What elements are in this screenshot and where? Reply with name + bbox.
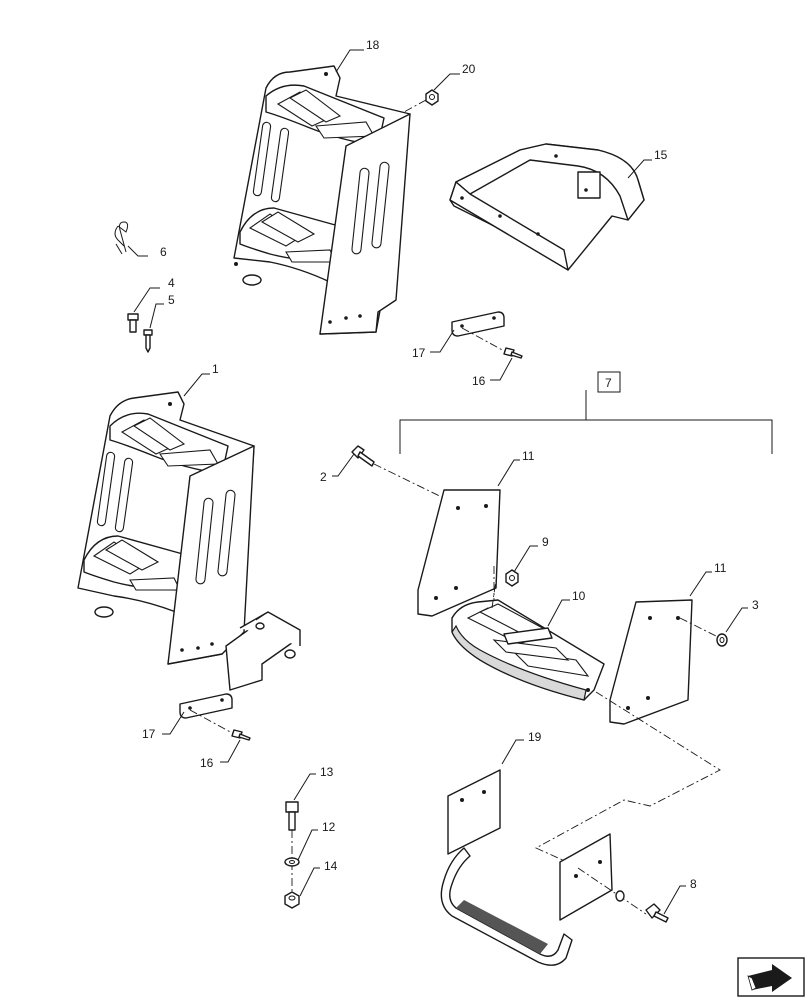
clip-6 <box>114 221 129 255</box>
side-plate-11-left <box>417 489 501 617</box>
washer-3 <box>716 633 728 647</box>
step-assembly-upper <box>233 65 411 335</box>
callout-6: 6 <box>160 245 167 259</box>
callout-14: 14 <box>324 859 338 873</box>
callout-box-7 <box>597 371 621 393</box>
plate-17-upper <box>451 311 505 337</box>
callout-3: 3 <box>752 598 759 612</box>
nut-9 <box>505 569 519 587</box>
callout-13: 13 <box>320 765 334 779</box>
callout-1: 1 <box>212 362 219 376</box>
callout-8: 8 <box>690 877 697 891</box>
callout-9: 9 <box>542 535 549 549</box>
nut-14 <box>284 891 300 909</box>
callout-11-left: 11 <box>522 449 535 463</box>
kit-bracket-7 <box>399 390 773 454</box>
callout-20: 20 <box>462 62 476 76</box>
plate-17-lower <box>179 693 233 719</box>
callout-19: 19 <box>528 730 542 744</box>
callout-7: 7 <box>605 376 612 390</box>
callout-12: 12 <box>322 820 336 834</box>
bolt-13 <box>285 801 299 831</box>
callout-10: 10 <box>572 589 586 603</box>
side-plate-11-right <box>609 599 693 725</box>
callout-17-lower: 17 <box>142 727 156 741</box>
callout-16-upper: 16 <box>472 374 486 388</box>
screw-16-upper <box>503 347 523 359</box>
callout-15: 15 <box>654 148 668 162</box>
nut-20 <box>425 89 439 106</box>
callout-4: 4 <box>168 276 175 290</box>
screw-16-lower <box>231 729 251 741</box>
callout-18: 18 <box>366 38 380 52</box>
callout-16-lower: 16 <box>200 756 214 770</box>
washer-12 <box>284 857 300 867</box>
screw-5 <box>143 329 153 353</box>
callout-2: 2 <box>320 470 327 484</box>
callout-5: 5 <box>168 293 175 307</box>
tray-bracket <box>449 143 645 271</box>
next-page-arrow-icon[interactable] <box>737 957 805 997</box>
step-tread-10 <box>451 599 605 701</box>
callout-11-right: 11 <box>714 561 727 575</box>
step-assembly-lower <box>77 391 301 691</box>
bolt-2 <box>351 445 375 467</box>
callout-17-upper: 17 <box>412 346 426 360</box>
step-19 <box>440 769 613 966</box>
bolt-4 <box>127 313 139 333</box>
bolt-8 <box>615 890 669 923</box>
